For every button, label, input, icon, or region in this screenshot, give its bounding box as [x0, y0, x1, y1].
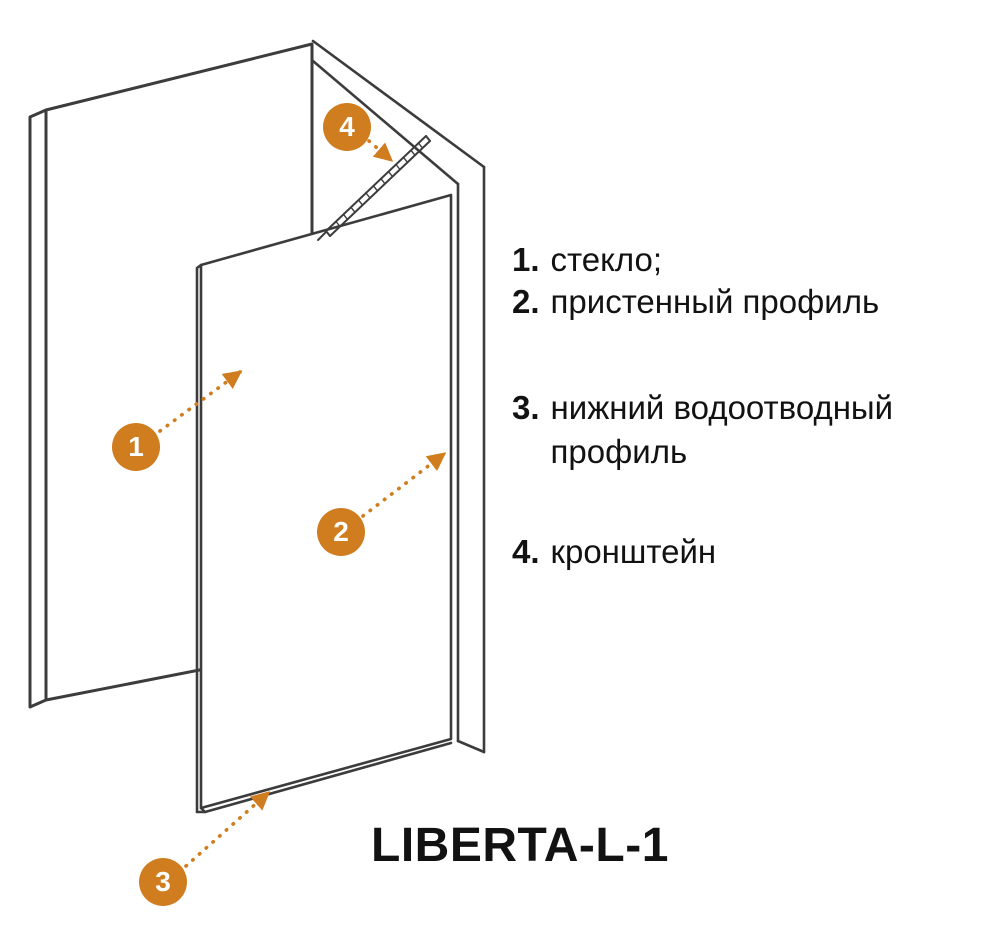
legend-label: нижний водоотводный профиль: [550, 389, 894, 471]
legend-number: 1.: [512, 241, 540, 278]
callout-4-bracket: 4: [323, 103, 371, 151]
callout-2-wall-profile: 2: [317, 508, 365, 556]
arrow-2-to-wall-profile: [361, 452, 447, 518]
wall-profile: [456, 165, 486, 754]
legend-number: 3.: [512, 389, 540, 426]
legend-number: 4.: [512, 533, 540, 570]
bracket: [317, 135, 431, 241]
glass-panel: [195, 193, 453, 814]
top-corner-band: [311, 39, 486, 186]
legend-number: 2.: [512, 283, 540, 320]
model-title: LIBERTA-L-1: [371, 819, 669, 872]
legend-item-bottom-profile: 3. нижний водоотводный профиль: [512, 386, 911, 474]
arrow-4-to-bracket: [367, 139, 394, 162]
legend-item-wall-profile: 2. пристенный профиль: [512, 280, 879, 324]
legend-label: пристенный профиль: [550, 283, 880, 320]
arrow-3-to-bottom-profile: [184, 791, 271, 868]
callout-3-bottom-profile: 3: [139, 858, 187, 906]
legend-item-bracket: 4. кронштейн: [512, 530, 716, 574]
legend-label: кронштейн: [550, 533, 717, 570]
arrow-1-to-glass: [158, 370, 243, 433]
legend-item-glass: 1. стекло;: [512, 238, 662, 282]
legend-label: стекло;: [550, 241, 663, 278]
callout-1-glass: 1: [112, 423, 160, 471]
